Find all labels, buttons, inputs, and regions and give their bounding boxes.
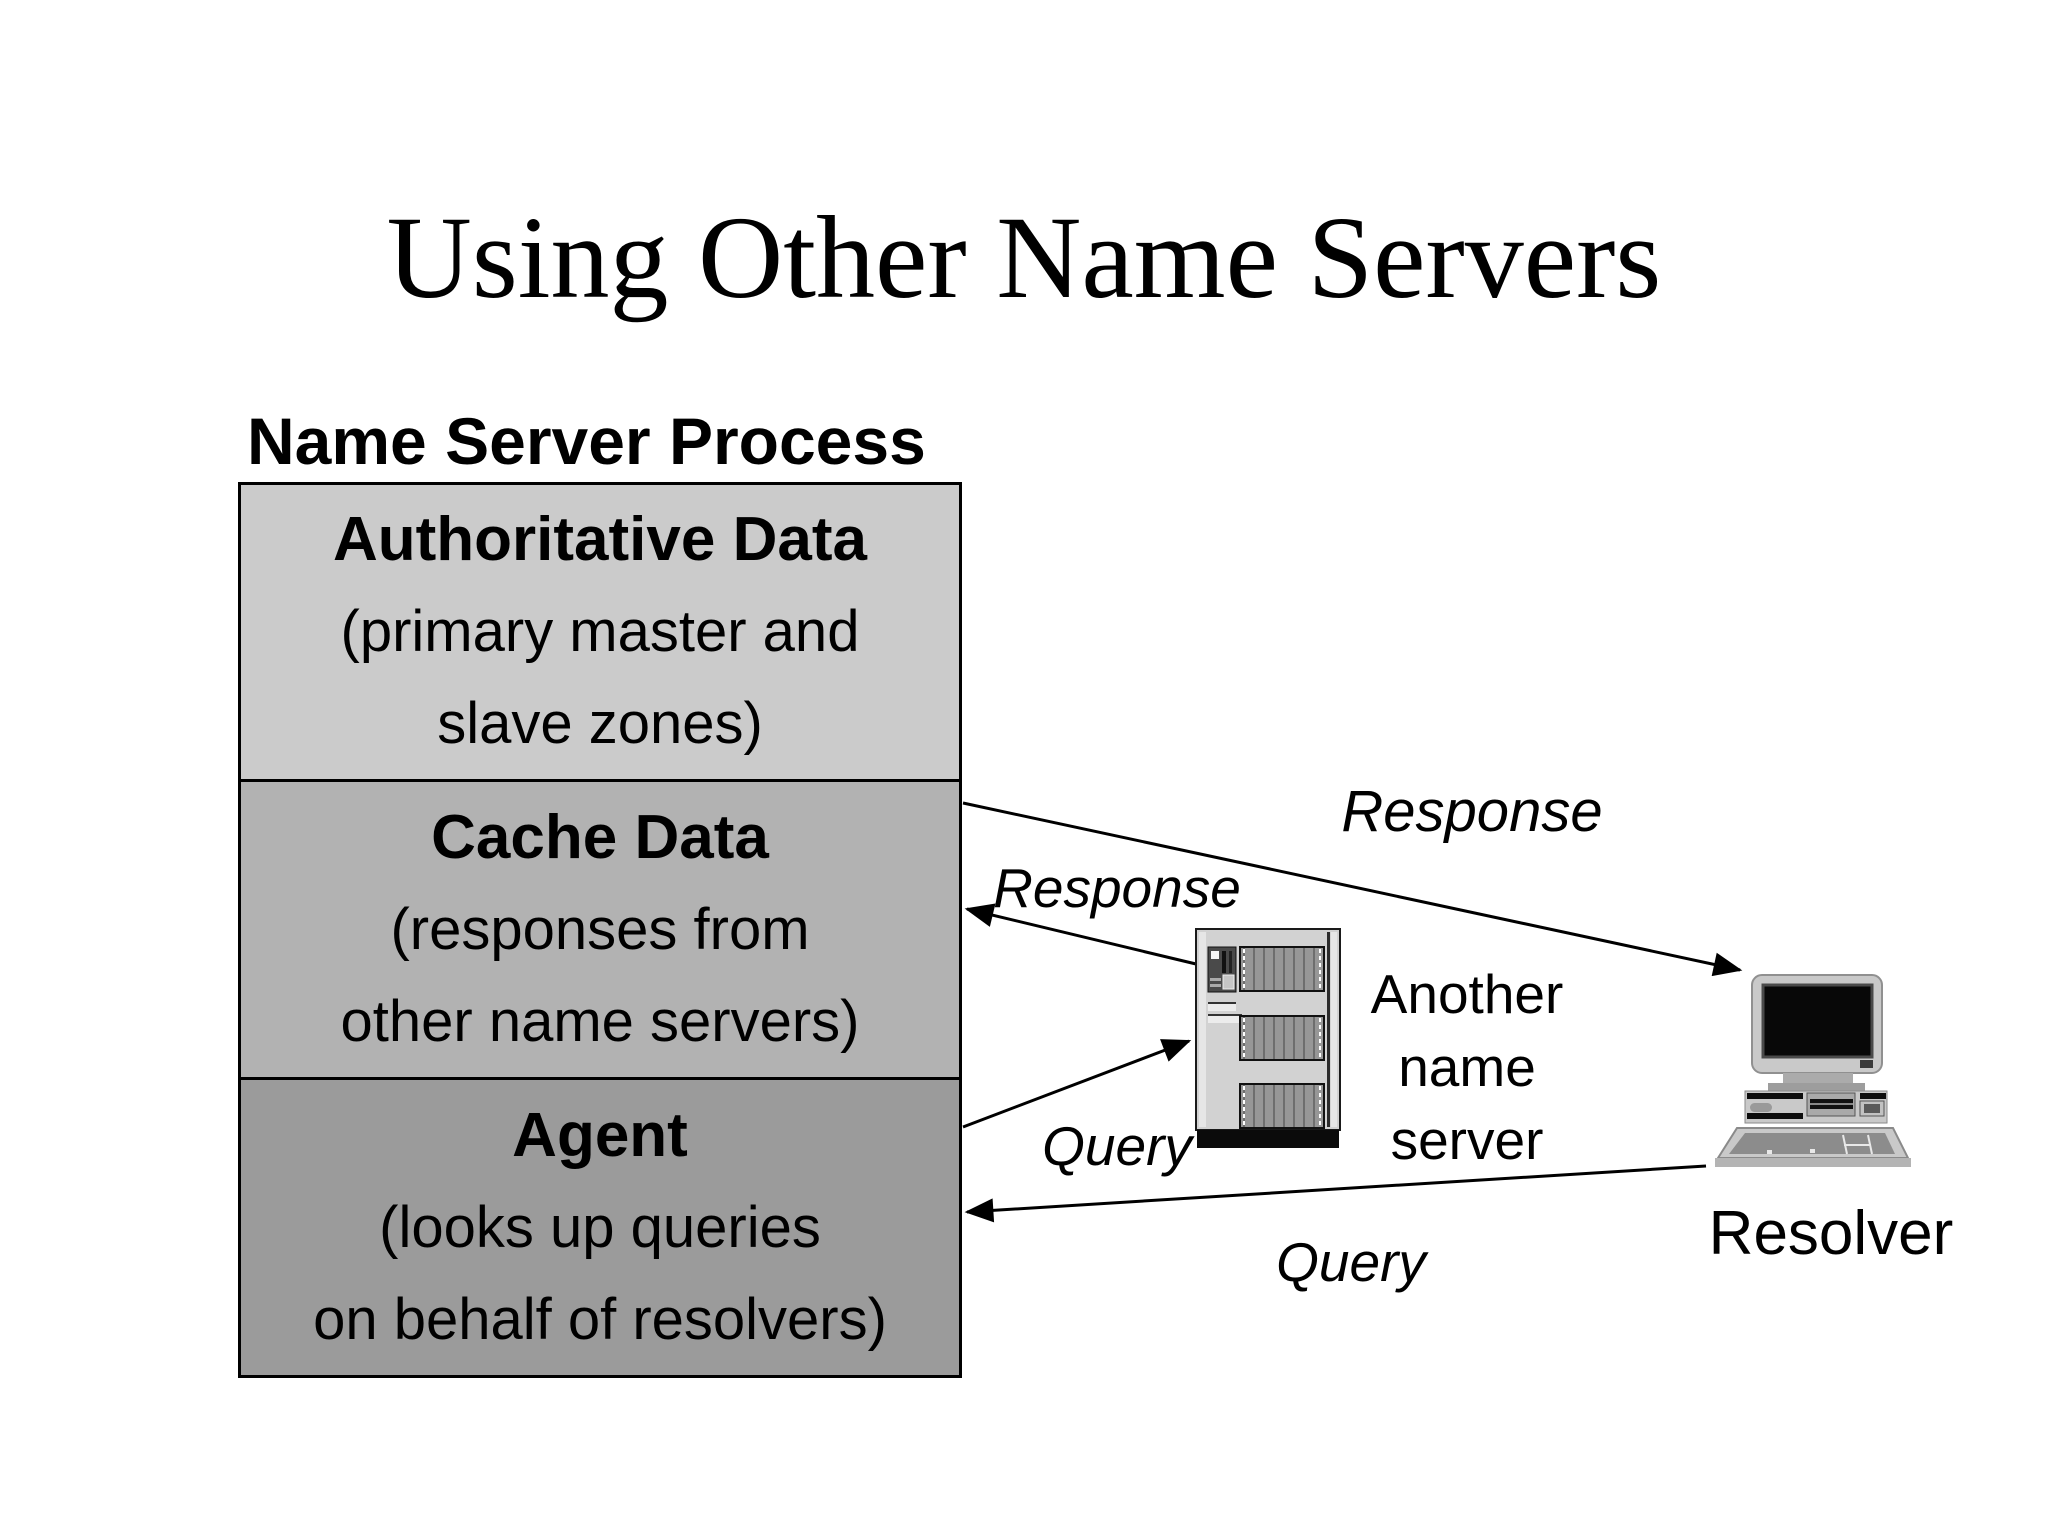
resolver-label: Resolver — [1708, 1199, 1954, 1268]
query-upper-label: Query — [1042, 1115, 1192, 1177]
response-lower-label: Response — [993, 857, 1241, 919]
server-control-panel — [1207, 946, 1237, 993]
server-base — [1197, 1130, 1339, 1148]
section-authoritative-data: Authoritative Data (primary master and s… — [241, 485, 959, 779]
monitor — [1751, 974, 1883, 1074]
authoritative-data-line1: (primary master and — [340, 599, 860, 664]
arrow-response-to-resolver — [962, 801, 1743, 977]
cache-data-line1: (responses from — [390, 896, 810, 962]
another-name-server-label: Another name server — [1370, 963, 1564, 1171]
name-server-process-box: Authoritative Data (primary master and s… — [238, 482, 962, 1378]
system-unit — [1744, 1090, 1888, 1124]
slide-title: Using Other Name Servers — [386, 192, 1662, 323]
name-server-process-label: Name Server Process — [247, 404, 926, 478]
agent-line1: (looks up queries — [379, 1194, 821, 1260]
agent-line2: on behalf of resolvers) — [313, 1286, 887, 1352]
response-upper-label: Response — [1341, 779, 1603, 844]
cache-data-line2: other name servers) — [340, 988, 860, 1054]
authoritative-data-line2: slave zones) — [437, 691, 763, 756]
cache-data-heading: Cache Data — [431, 802, 769, 872]
arrow-query-to-server — [962, 1039, 1192, 1129]
server-slots — [1208, 1002, 1242, 1023]
desktop-computer-icon — [1715, 974, 1911, 1167]
agent-heading: Agent — [512, 1100, 688, 1170]
arrow-query-to-agent — [964, 1164, 1707, 1223]
section-agent: Agent (looks up queries on behalf of res… — [241, 1077, 959, 1375]
server-tower-icon — [1195, 928, 1341, 1148]
monitor-stand — [1768, 1073, 1865, 1091]
arrow-response-to-cache — [964, 903, 1197, 966]
keyboard — [1715, 1127, 1911, 1167]
server-drive-bays — [1239, 946, 1325, 1129]
section-cache-data: Cache Data (responses from other name se… — [241, 779, 959, 1077]
query-lower-label: Query — [1276, 1231, 1426, 1293]
authoritative-data-heading: Authoritative Data — [333, 505, 867, 574]
